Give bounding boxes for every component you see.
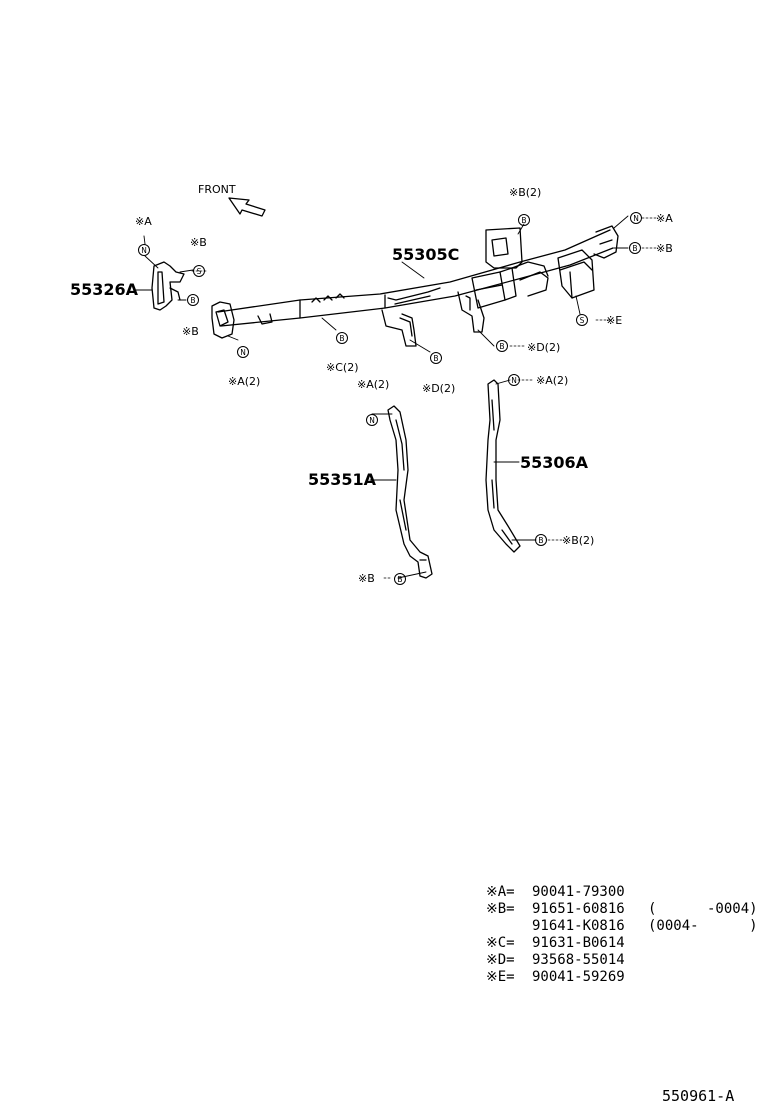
- bolt-icon: [336, 332, 348, 344]
- callout-d2: ※D(2): [527, 341, 561, 354]
- bolt-icon: [187, 294, 199, 306]
- callout-a: ※A: [656, 212, 673, 225]
- nut-icon: [508, 374, 520, 386]
- legend-part-number: 91651-60816: [532, 901, 625, 917]
- screw-icon: [193, 265, 205, 277]
- part-label-55326A: 55326A: [70, 280, 139, 299]
- bolt-icon: [496, 340, 508, 352]
- legend-note: (0004- ): [648, 918, 758, 934]
- fastener-legend: ※A= 90041-79300 ※B= 91651-60816 ( -0004) 91…: [486, 884, 758, 986]
- bolt-symbol: B: [538, 536, 543, 545]
- front-label: FRONT: [198, 183, 236, 196]
- legend-key: ※D=: [486, 952, 515, 968]
- nut-icon: [138, 244, 150, 256]
- reinforcement-beam-55305C: [211, 225, 619, 347]
- callout-a2: ※A(2): [357, 378, 390, 391]
- nut-symbol: N: [633, 214, 639, 223]
- callout-a: ※A: [135, 215, 152, 228]
- nut-symbol: N: [511, 376, 517, 385]
- screw-icon: [576, 314, 588, 326]
- callout-e: ※E: [606, 314, 623, 327]
- legend-row: ※C= 91631-B0614: [486, 935, 648, 952]
- bolt-icon: [535, 534, 547, 546]
- nut-icon: [630, 212, 642, 224]
- bolt-icon: [430, 352, 442, 364]
- legend-row: ※B= 91651-60816 ( -0004): [486, 901, 758, 918]
- bolt-symbol: B: [433, 354, 438, 363]
- legend-key: ※A=: [486, 884, 515, 900]
- legend-part-number: 90041-79300: [532, 884, 625, 900]
- bolt-symbol: B: [521, 216, 526, 225]
- legend-key: ※C=: [486, 935, 515, 951]
- bolt-symbol: B: [499, 342, 504, 351]
- bolt-symbol: B: [397, 575, 402, 584]
- nut-icon: [237, 346, 249, 358]
- callout-c2: ※C(2): [326, 361, 359, 374]
- legend-part-number: 90041-59269: [532, 969, 625, 985]
- bolt-icon: [629, 242, 641, 254]
- legend-key: ※E=: [486, 969, 515, 985]
- legend-note: ( -0004): [648, 901, 758, 917]
- callout-b: ※B: [358, 572, 375, 585]
- brace-55306A: [485, 379, 521, 553]
- callout-b2: ※B(2): [509, 186, 542, 199]
- legend-key: ※B=: [486, 901, 515, 917]
- callout-a2: ※A(2): [228, 375, 261, 388]
- legend-row: ※E= 90041-59269: [486, 969, 648, 986]
- bolt-icon: [394, 573, 406, 585]
- bracket-55326A: [151, 261, 185, 311]
- bolt-icon: [518, 214, 530, 226]
- screw-symbol: S: [580, 316, 585, 325]
- legend-row: 91641-K0816 (0004- ): [486, 918, 758, 935]
- legend-part-number: 91631-B0614: [532, 935, 625, 951]
- callout-a2: ※A(2): [536, 374, 569, 387]
- bolt-symbol: B: [632, 244, 637, 253]
- legend-row: ※D= 93568-55014: [486, 952, 648, 969]
- callout-d2: ※D(2): [422, 382, 456, 395]
- diagram-code: 550961-A: [662, 1087, 735, 1105]
- nut-icon: [366, 414, 378, 426]
- leader-lines: [135, 215, 629, 579]
- brace-55351A: [387, 405, 433, 579]
- callout-b: ※B: [190, 236, 207, 249]
- part-label-55306A: 55306A: [520, 453, 589, 472]
- dashed-leaders: [191, 217, 657, 579]
- nut-symbol: N: [240, 348, 246, 357]
- front-arrow-icon: [228, 197, 266, 217]
- callout-b: ※B: [656, 242, 673, 255]
- callout-b2: ※B(2): [562, 534, 595, 547]
- part-label-55351A: 55351A: [308, 470, 377, 489]
- screw-symbol: S: [197, 267, 202, 276]
- nut-symbol: N: [369, 416, 375, 425]
- fastener-symbols: [138, 212, 642, 585]
- legend-part-number: 93568-55014: [532, 952, 625, 968]
- callout-b: ※B: [182, 325, 199, 338]
- part-label-55305C: 55305C: [392, 245, 460, 264]
- bolt-symbol: B: [190, 296, 195, 305]
- legend-part-number: 91641-K0816: [532, 918, 625, 934]
- bolt-symbol: B: [339, 334, 344, 343]
- legend-row: ※A= 90041-79300: [486, 884, 648, 901]
- nut-symbol: N: [141, 246, 147, 255]
